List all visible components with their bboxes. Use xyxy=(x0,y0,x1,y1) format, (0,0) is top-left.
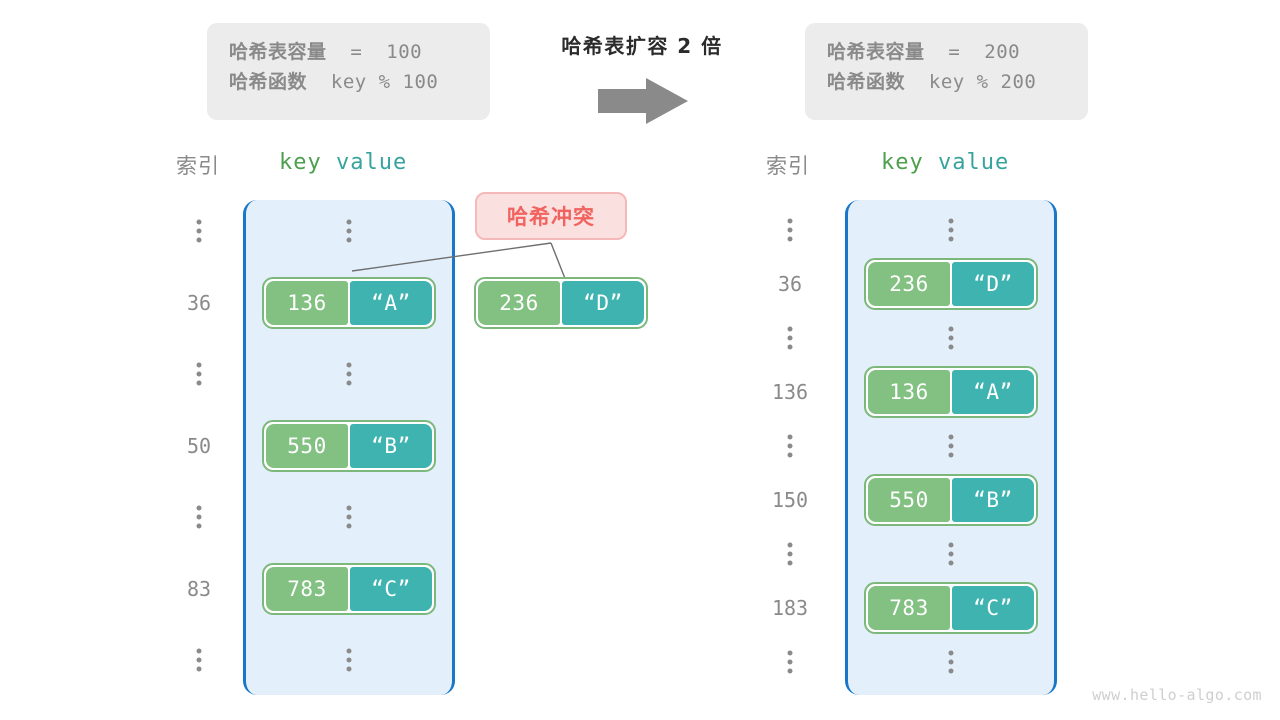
capacity-line-before: 哈希表容量 = 100 xyxy=(229,37,468,67)
collision-badge: 哈希冲突 xyxy=(475,192,627,240)
key-cell: 550 xyxy=(868,478,950,522)
key-cell: 136 xyxy=(266,280,348,325)
watermark: www.hello-algo.com xyxy=(1092,686,1262,704)
index-ellipsis xyxy=(787,218,793,242)
index-label: 36 xyxy=(186,290,212,315)
collision-overflow-pair: 236 “D” xyxy=(474,277,648,329)
function-expr-after: key % 200 xyxy=(928,71,1037,93)
key-value-pair: 550“B” xyxy=(262,419,436,472)
left-value-header: value xyxy=(336,150,408,175)
page-title: 哈希表扩容 2 倍 xyxy=(561,34,723,58)
capacity-value-before: 100 xyxy=(386,41,423,63)
right-value-header: value xyxy=(938,150,1010,175)
bucket-ellipsis xyxy=(346,648,352,672)
key-value-pair: 136“A” xyxy=(864,366,1038,418)
key-cell: 550 xyxy=(266,423,348,468)
left-key-header: key value xyxy=(279,150,408,175)
bucket-ellipsis xyxy=(948,434,954,458)
index-ellipsis xyxy=(787,542,793,566)
key-cell: 236 xyxy=(868,262,950,306)
index-ellipsis xyxy=(787,326,793,350)
value-cell: “B” xyxy=(350,423,432,468)
key-cell: 136 xyxy=(868,370,950,414)
bucket-ellipsis xyxy=(346,219,352,243)
index-label: 136 xyxy=(771,380,809,404)
key-value-pair: 136“A” xyxy=(262,276,436,329)
function-line-before: 哈希函数 key % 100 xyxy=(229,67,468,97)
right-key-header: key value xyxy=(881,150,1010,175)
index-label: 183 xyxy=(771,596,809,620)
bucket-ellipsis xyxy=(948,326,954,350)
index-label: 83 xyxy=(186,576,212,601)
value-cell: “A” xyxy=(952,370,1034,414)
bucket-ellipsis xyxy=(948,650,954,674)
bucket-ellipsis xyxy=(948,218,954,242)
overflow-value-cell: “D” xyxy=(562,281,644,325)
index-ellipsis xyxy=(196,505,202,529)
hash-table-params-after: 哈希表容量 = 200 哈希函数 key % 200 xyxy=(805,23,1088,120)
bucket-ellipsis xyxy=(346,505,352,529)
index-label: 36 xyxy=(777,272,803,296)
hash-table-params-before: 哈希表容量 = 100 哈希函数 key % 100 xyxy=(207,23,490,120)
index-ellipsis xyxy=(196,219,202,243)
value-cell: “B” xyxy=(952,478,1034,522)
bucket-ellipsis xyxy=(346,362,352,386)
function-label-before: 哈希函数 xyxy=(229,71,308,93)
function-expr-before: key % 100 xyxy=(330,71,439,93)
right-index-header: 索引 xyxy=(766,154,810,178)
capacity-label-after: 哈希表容量 xyxy=(827,41,925,63)
capacity-eq-after: = xyxy=(948,41,961,63)
capacity-value-after: 200 xyxy=(984,41,1021,63)
index-ellipsis xyxy=(787,434,793,458)
value-cell: “C” xyxy=(952,586,1034,630)
capacity-label-before: 哈希表容量 xyxy=(229,41,327,63)
index-ellipsis xyxy=(787,650,793,674)
right-arrow-icon xyxy=(598,78,688,124)
key-value-pair: 783“C” xyxy=(262,562,436,615)
key-value-pair: 550“B” xyxy=(864,474,1038,526)
value-cell: “D” xyxy=(952,262,1034,306)
key-cell: 783 xyxy=(868,586,950,630)
capacity-line-after: 哈希表容量 = 200 xyxy=(827,37,1066,67)
key-value-pair: 783“C” xyxy=(864,582,1038,634)
capacity-eq-before: = xyxy=(350,41,363,63)
function-line-after: 哈希函数 key % 200 xyxy=(827,67,1066,97)
value-cell: “C” xyxy=(350,566,432,611)
function-label-after: 哈希函数 xyxy=(827,71,906,93)
index-ellipsis xyxy=(196,648,202,672)
value-cell: “A” xyxy=(350,280,432,325)
overflow-key-cell: 236 xyxy=(478,281,560,325)
index-label: 50 xyxy=(186,433,212,458)
left-index-header: 索引 xyxy=(176,154,220,178)
index-label: 150 xyxy=(771,488,809,512)
key-value-pair: 236“D” xyxy=(864,258,1038,310)
index-ellipsis xyxy=(196,362,202,386)
key-cell: 783 xyxy=(266,566,348,611)
bucket-ellipsis xyxy=(948,542,954,566)
